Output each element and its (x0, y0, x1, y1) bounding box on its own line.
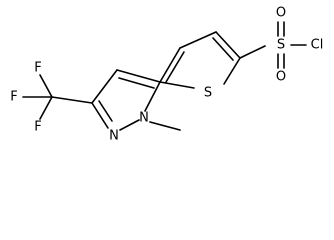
pyrazole-ring (91, 69, 181, 131)
bond-thiophene-c5-c4-double (165, 51, 185, 83)
bond-thiophene-c5-c4 (159, 47, 181, 83)
sulfonyl-chloride-group (239, 21, 307, 69)
atom-label-f-bottom: F (34, 120, 41, 135)
atom-label-s-ring: S (204, 86, 212, 101)
atom-label-f-top: F (34, 61, 41, 76)
bond-pyrazole-c5-c4 (116, 69, 161, 83)
atom-label-n2: N (109, 129, 119, 144)
bond-thiophene-c4-c3 (179, 31, 217, 49)
bond-thiophene-c3-c2-double (212, 37, 234, 61)
thiophene-ring (159, 31, 241, 89)
chemical-structure: S S O O Cl N N F F F (10, 6, 324, 144)
bond-c3-cf3 (51, 96, 93, 104)
bond-pyrazole-c5-c4-double (118, 77, 155, 89)
bond-c-f-bottom (39, 96, 53, 120)
atom-label-o-bottom: O (276, 70, 286, 85)
bond-c-f-top (39, 74, 53, 98)
atom-label-s-sulfonyl: S (277, 38, 285, 53)
bond-pyrazole-c3-n2 (91, 102, 109, 129)
atom-label-n1: N (139, 111, 149, 126)
bond-thiophene-c3-c2 (215, 31, 241, 59)
atom-label-o-top: O (276, 6, 286, 21)
bond-thiophene-c2-s (223, 57, 241, 85)
trifluoromethyl-group (22, 74, 93, 120)
bond-c2-sulfonyl-s (239, 45, 266, 59)
atom-label-cl: Cl (311, 38, 324, 53)
bond-thiophene-s-c5 (159, 81, 195, 89)
bond-pyrazole-n1-c5 (144, 81, 161, 112)
bond-pyrazole-n2-n1 (119, 119, 140, 131)
bond-pyrazole-c3-n2-double (98, 100, 113, 122)
atom-label-f-left: F (10, 90, 17, 105)
bond-pyrazole-c4-c3 (91, 69, 118, 104)
bond-n1-methyl (149, 121, 181, 131)
